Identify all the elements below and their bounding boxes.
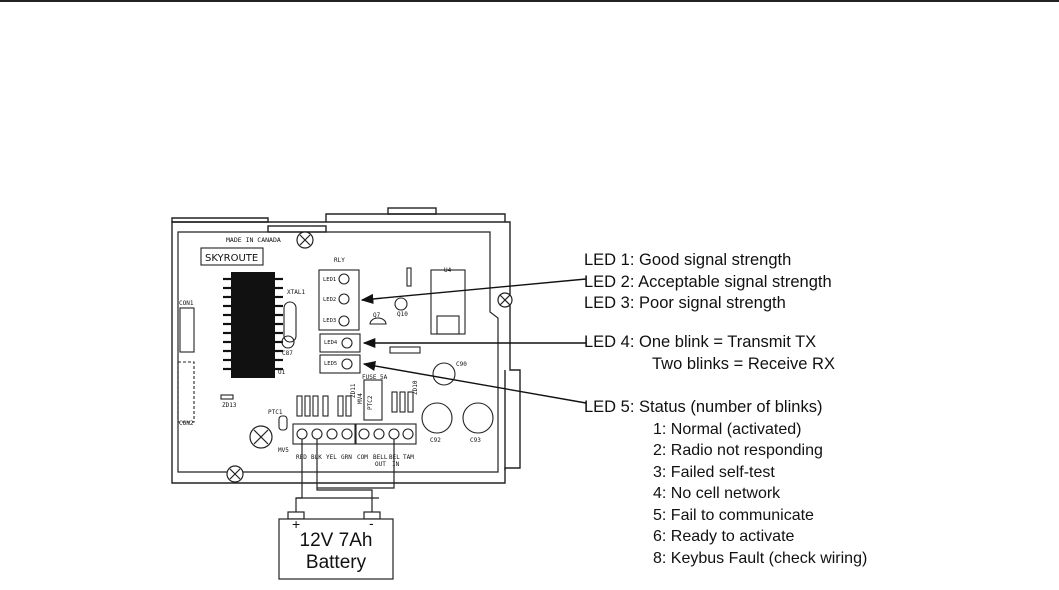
arrow-led5 [362, 360, 587, 404]
q7-label: Q7 [373, 312, 381, 319]
made-in-label: MADE IN CANADA [226, 236, 281, 244]
terminal-bell-label: BELL [373, 454, 388, 461]
resistor-array [296, 391, 414, 417]
con1-connector [179, 307, 195, 353]
mv5-label: MV5 [278, 447, 289, 454]
status-item: 5: Fail to communicate [653, 506, 814, 524]
led1-3-legend: LED 1: Good signal strength LED 2: Accep… [584, 250, 832, 315]
u1-chip [223, 272, 283, 378]
battery-minus-label: - [369, 515, 374, 531]
zd11-label: ZD11 [350, 383, 357, 398]
led1-label: LED1 [323, 277, 336, 283]
terminal-com-label: COM [357, 454, 368, 461]
status-item: 4: No cell network [653, 485, 781, 503]
led2-indicator [338, 293, 350, 305]
q10-transistor [394, 297, 408, 311]
callout-arrows [360, 278, 587, 404]
legend-led3: LED 3: Poor signal strength [584, 294, 786, 312]
terminal-block-right [355, 423, 417, 445]
led-block [318, 269, 360, 331]
led3-label: LED3 [323, 318, 336, 324]
legend-led2: LED 2: Acceptable signal strength [584, 272, 832, 291]
u1-label: U1 [278, 369, 286, 376]
led4-block [319, 333, 361, 353]
u4-heatsink [436, 315, 460, 335]
ptc1-resistor [278, 415, 288, 431]
status-item: 8: Keybus Fault (check wiring) [653, 550, 868, 568]
status-item: 1: Normal (activated) [653, 420, 802, 438]
model-box [200, 247, 264, 266]
enclosure [171, 207, 521, 484]
status-item: 3: Failed self-test [653, 463, 775, 481]
legend-led5-title: LED 5: Status (number of blinks) [584, 398, 823, 416]
battery-label: 12V 7Ah Battery [279, 530, 393, 574]
terminal-block-left [292, 423, 356, 445]
fuse-label: FUSE 5A [362, 374, 388, 381]
c87-capacitor [281, 335, 295, 349]
con2-connector [177, 361, 195, 423]
terminal-out-label: OUT [375, 461, 386, 468]
ptc1-label: PTC1 [268, 409, 283, 416]
led5-indicator [341, 358, 353, 370]
q7-transistor [369, 317, 387, 325]
led2-label: LED2 [323, 297, 336, 303]
rly-label: RLY [334, 257, 345, 264]
led5-block [319, 354, 361, 374]
zd13-label: ZD13 [222, 402, 237, 409]
battery-type: Battery [305, 552, 367, 573]
q10-label: Q10 [397, 311, 408, 318]
mounting-screw-icon [226, 231, 513, 483]
battery-plus-label: + [292, 516, 300, 532]
battery [278, 511, 394, 580]
c93-capacitor [462, 402, 494, 434]
terminal-bel-label: BEL [389, 454, 400, 461]
c92-label: C92 [430, 437, 441, 444]
led3-indicator [338, 315, 350, 327]
zd13-diode [220, 394, 234, 400]
arrow-led1-3 [360, 278, 587, 304]
con2-label: CON2 [179, 420, 194, 427]
diode [389, 346, 421, 354]
legend-led4-line2: Two blinks = Receive RX [652, 354, 835, 373]
battery-wiring [295, 439, 395, 512]
mv4-label: MV4 [357, 393, 364, 404]
c90-capacitor [432, 362, 456, 386]
con1-label: CON1 [179, 300, 194, 307]
rly-diode [406, 267, 412, 287]
legend-led4-line1: LED 4: One blink = Transmit TX [584, 333, 817, 351]
terminal-tam-label: TAM [403, 454, 414, 461]
c87-label: C87 [282, 350, 293, 357]
battery-rating: 12V 7Ah [299, 530, 373, 551]
led4-label: LED4 [324, 340, 338, 346]
xtal-crystal [283, 301, 297, 343]
led4-legend: LED 4: One blink = Transmit TX Two blink… [584, 332, 835, 375]
top-rule [0, 0, 1059, 2]
led5-legend: LED 5: Status (number of blinks) 1: Norm… [584, 397, 867, 570]
legend-led1: LED 1: Good signal strength [584, 251, 792, 269]
led1-indicator [338, 273, 350, 285]
fuse-holder [363, 379, 383, 421]
model-label: SKYROUTE [205, 253, 258, 264]
c92-capacitor [421, 402, 453, 434]
zd10-label: ZD10 [412, 380, 419, 395]
status-item: 6: Ready to activate [653, 528, 795, 546]
status-item: 2: Radio not responding [653, 442, 823, 460]
status-list: 1: Normal (activated) 2: Radio not respo… [584, 419, 867, 570]
terminal-grn-label: GRN [341, 454, 352, 461]
terminal-yel-label: YEL [326, 454, 337, 461]
c90-label: C90 [456, 361, 467, 368]
ptc2-label: PTC2 [367, 395, 374, 410]
xtal-label: XTAL1 [287, 289, 305, 296]
led4-indicator [341, 337, 353, 349]
terminal-in-label: IN [392, 461, 400, 468]
u4-regulator [430, 269, 466, 335]
led5-label: LED5 [324, 361, 337, 367]
c93-label: C93 [470, 437, 481, 444]
